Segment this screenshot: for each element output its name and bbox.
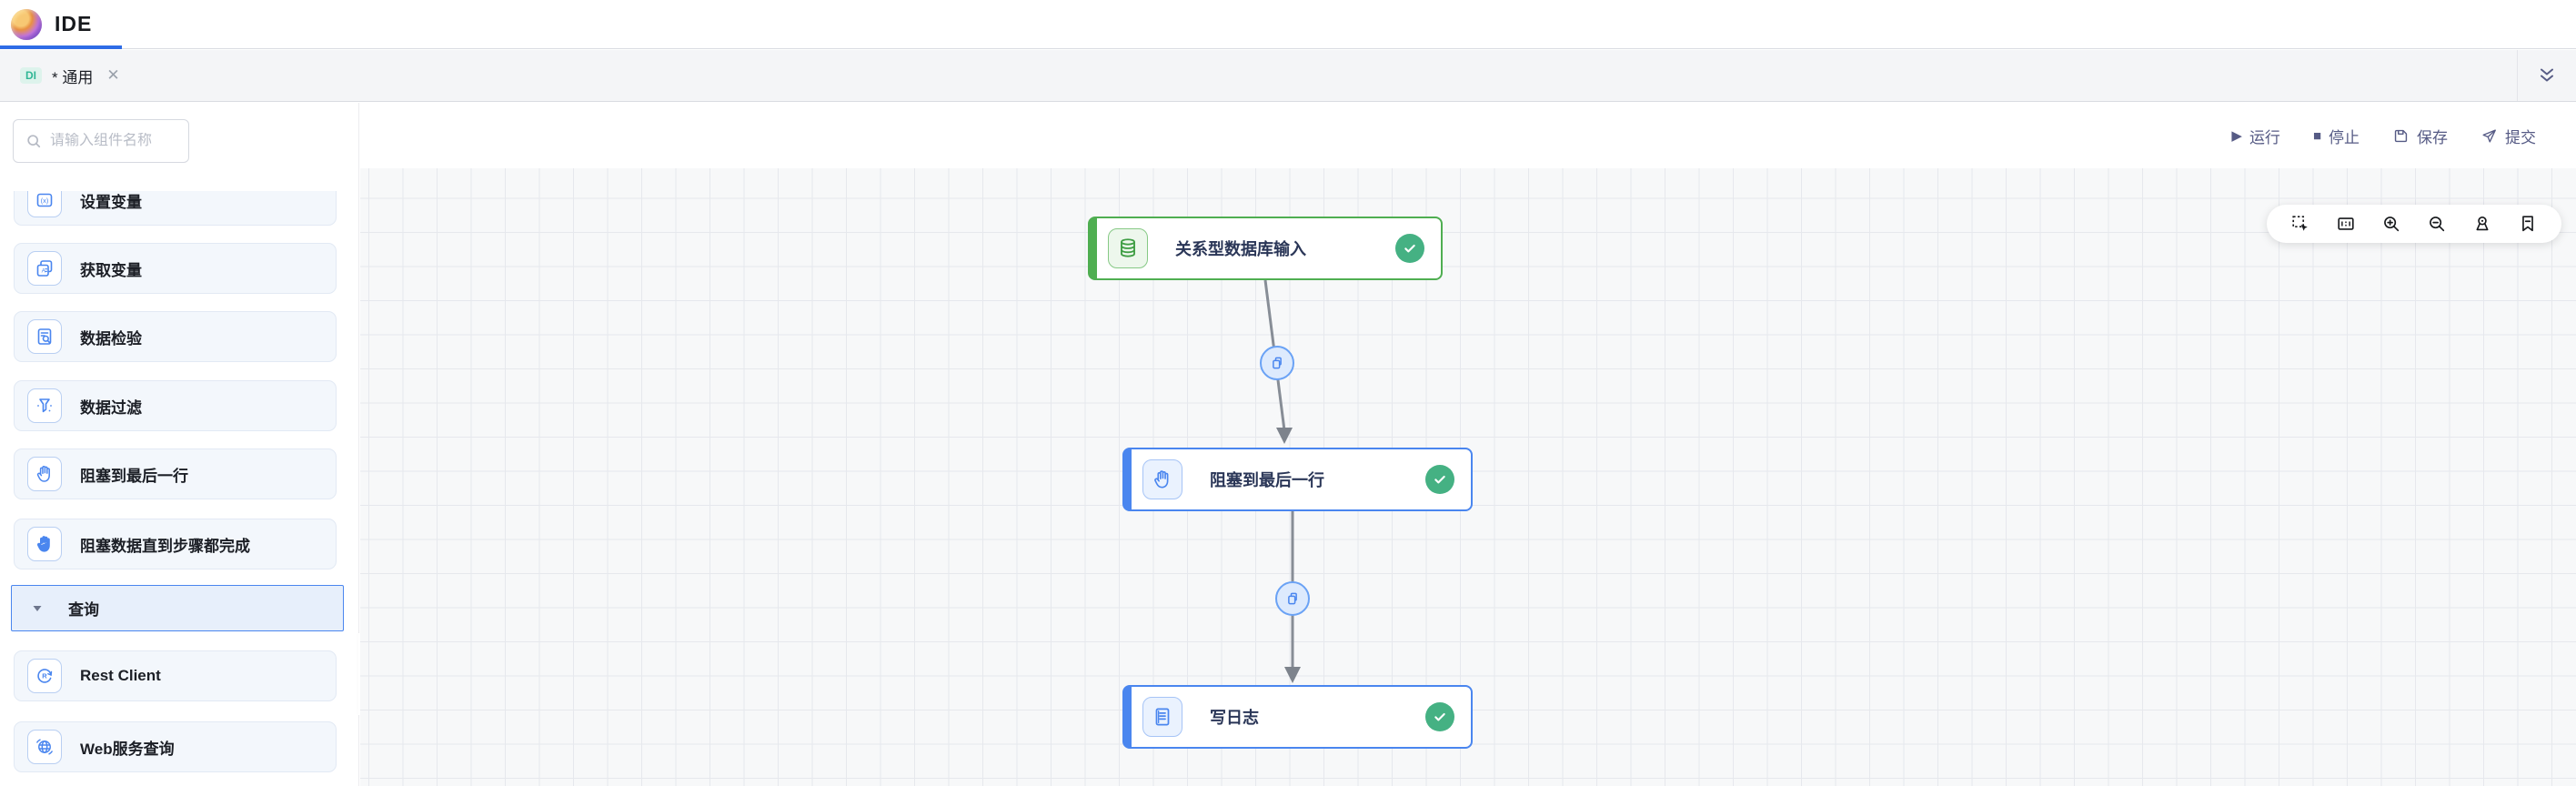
sidebar-item-data-check[interactable]: 数据检验 (14, 311, 337, 362)
submit-icon (2480, 127, 2498, 145)
node-label: 写日志 (1210, 709, 1259, 727)
sidebar-item-label: 阻塞到最后一行 (80, 467, 188, 485)
sidebar-item-web-service-query[interactable]: Web服务查询 (14, 721, 337, 772)
locate-icon[interactable] (2472, 214, 2492, 234)
component-list: (x) 设置变量 A 获取变量 (0, 191, 358, 786)
run-toolbar: ▶ 运行 ■ 停止 保存 (360, 103, 2576, 168)
tab-close-icon[interactable]: ✕ (106, 66, 120, 84)
zoom-out-icon[interactable] (2427, 214, 2447, 234)
hand-filled-icon (27, 527, 62, 561)
tab-overflow-button[interactable] (2517, 50, 2576, 101)
node-write-log[interactable]: 写日志 (1122, 685, 1473, 749)
sidebar-section-query[interactable]: 查询 (11, 585, 344, 631)
active-nav-underline (0, 45, 122, 49)
success-check-icon (1395, 234, 1424, 263)
hand-outline-icon (27, 457, 62, 491)
tab-title: * 通用 (52, 68, 94, 86)
flow-canvas-area: ▶ 运行 ■ 停止 保存 (360, 103, 2576, 786)
data-filter-icon (27, 388, 62, 423)
chevron-double-down-icon (2536, 65, 2558, 86)
sidebar-item-label: Rest Client (80, 667, 161, 684)
stop-button[interactable]: ■ 停止 (2313, 125, 2360, 147)
app-title: IDE (55, 12, 93, 35)
app-header: IDE (0, 0, 2576, 49)
rest-client-icon: R (27, 659, 62, 693)
hand-outline-icon (1142, 459, 1182, 499)
sidebar-item-label: 阻塞数据直到步骤都完成 (80, 537, 250, 555)
bookmark-icon[interactable] (2518, 214, 2538, 234)
sidebar-item-label: 数据过滤 (80, 398, 142, 417)
sidebar-item-label: 数据检验 (80, 329, 142, 348)
sidebar-section-label: 查询 (68, 601, 99, 619)
save-button[interactable]: 保存 (2392, 125, 2448, 147)
submit-label: 提交 (2505, 128, 2536, 146)
search-input[interactable] (50, 133, 177, 149)
edge-copy-badge[interactable] (1275, 581, 1310, 616)
stop-label: 停止 (2329, 128, 2360, 146)
component-search-box[interactable] (13, 119, 189, 163)
tab-general[interactable]: DI * 通用 ✕ (0, 50, 124, 101)
save-label: 保存 (2417, 128, 2448, 146)
tab-type-badge: DI (20, 67, 42, 84)
zoom-in-icon[interactable] (2381, 214, 2401, 234)
play-icon: ▶ (2231, 127, 2242, 144)
stop-icon: ■ (2312, 127, 2321, 144)
run-label: 运行 (2249, 128, 2280, 146)
sidebar-item-block-until-steps-done[interactable]: 阻塞数据直到步骤都完成 (14, 519, 337, 569)
success-check-icon (1425, 702, 1454, 731)
main-content: (x) 设置变量 A 获取变量 (0, 103, 2576, 786)
canvas-mini-toolbar (2267, 205, 2561, 243)
set-variable-icon: (x) (27, 191, 62, 217)
run-button[interactable]: ▶ 运行 (2231, 125, 2280, 147)
app-logo-icon (11, 8, 42, 40)
sidebar-item-label: 设置变量 (80, 193, 142, 211)
web-service-icon (27, 730, 62, 764)
write-log-icon (1142, 697, 1182, 737)
success-check-icon (1425, 465, 1454, 494)
submit-button[interactable]: 提交 (2480, 125, 2536, 147)
sidebar-item-data-filter[interactable]: 数据过滤 (14, 380, 337, 431)
component-sidebar: (x) 设置变量 A 获取变量 (0, 103, 359, 786)
sidebar-item-block-until-last-row[interactable]: 阻塞到最后一行 (14, 448, 337, 499)
svg-text:A: A (42, 268, 46, 275)
sidebar-item-get-variable[interactable]: A 获取变量 (14, 243, 337, 294)
data-check-icon (27, 319, 62, 354)
triangle-down-icon (32, 603, 43, 614)
node-block-until-last-row[interactable]: 阻塞到最后一行 (1122, 448, 1473, 511)
node-label: 关系型数据库输入 (1175, 240, 1306, 258)
save-icon (2392, 127, 2410, 145)
database-icon (1108, 228, 1148, 268)
get-variable-icon: A (27, 251, 62, 286)
search-icon (25, 132, 43, 150)
marquee-select-icon[interactable] (2290, 214, 2310, 234)
edge-copy-badge[interactable] (1260, 346, 1294, 380)
svg-text:(x): (x) (41, 196, 49, 205)
sidebar-item-label: Web服务查询 (80, 740, 175, 758)
svg-text:R: R (42, 672, 47, 680)
sidebar-item-rest-client[interactable]: R Rest Client (14, 650, 337, 701)
tab-bar: DI * 通用 ✕ (0, 50, 2576, 102)
sidebar-item-label: 获取变量 (80, 261, 142, 279)
minimap-icon[interactable] (2336, 214, 2356, 234)
node-relational-db-input[interactable]: 关系型数据库输入 (1088, 217, 1443, 280)
node-label: 阻塞到最后一行 (1210, 471, 1324, 489)
sidebar-item-set-variable[interactable]: (x) 设置变量 (14, 191, 337, 226)
flow-canvas-grid[interactable]: 关系型数据库输入 阻塞到最后一行 (360, 168, 2576, 786)
